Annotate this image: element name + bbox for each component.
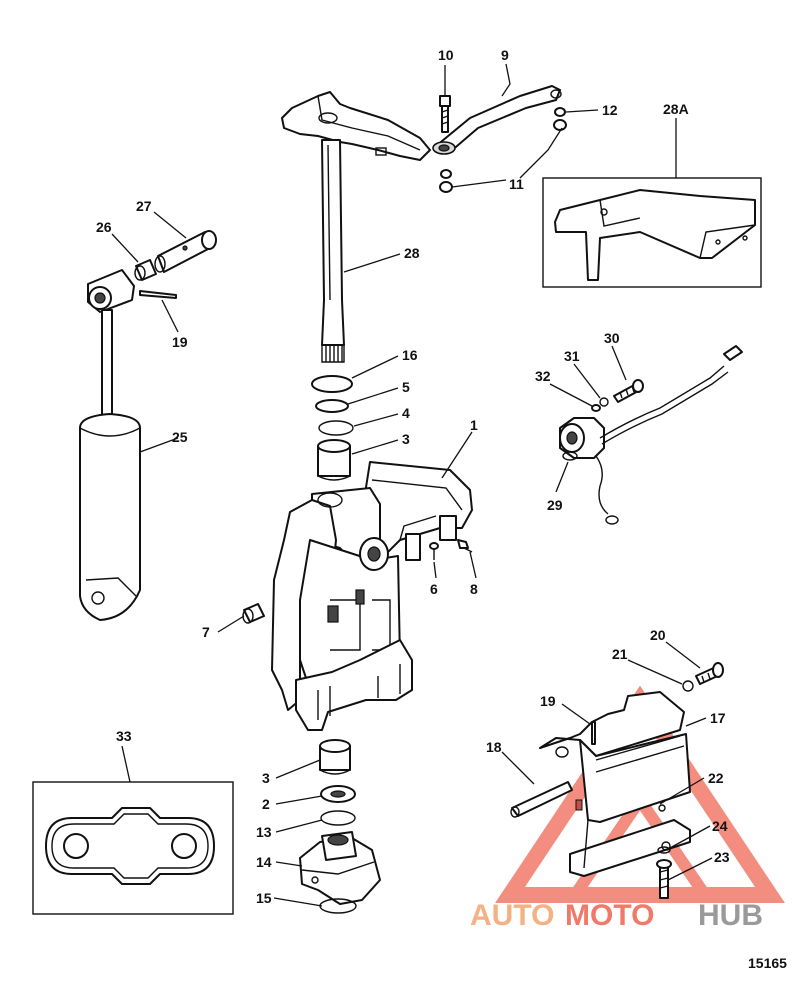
part-17-transom-bracket (539, 691, 691, 877)
label-1: 1 (470, 417, 478, 433)
part-30-bolt (613, 379, 644, 403)
part-19-roll-pin-b (591, 721, 596, 745)
label-23: 23 (714, 849, 730, 865)
part-6-bolt (429, 542, 439, 560)
watermark-auto: AUTO (470, 899, 554, 932)
label-28A: 28A (663, 101, 689, 117)
figure-number: 15165 (748, 955, 787, 971)
part-12-washer (554, 107, 566, 117)
inset-box-28A (542, 177, 762, 288)
label-24: 24 (712, 818, 728, 834)
part-8-bolt (457, 539, 473, 553)
label-5: 5 (402, 379, 410, 395)
label-29: 29 (547, 497, 563, 513)
part-28A-arm (554, 189, 756, 281)
watermark-hub: HUB (698, 899, 763, 932)
part-26-bushing (134, 259, 157, 281)
part-16-seal (311, 375, 353, 393)
part-2-seal (320, 785, 356, 803)
label-31: 31 (564, 348, 580, 364)
part-10-bolt (439, 95, 451, 133)
label-25: 25 (172, 429, 188, 445)
part-19-roll-pin (139, 290, 177, 299)
callout-labels: 10 9 12 28A 11 27 26 28 19 16 30 31 32 5… (96, 47, 730, 906)
part-7-bushing (242, 603, 265, 624)
label-13: 13 (256, 824, 272, 840)
part-9-link-rod (432, 85, 562, 155)
label-19-bottom: 19 (540, 693, 556, 709)
part-29-trim-sensor (559, 345, 743, 525)
watermark-moto: MOTO (565, 899, 654, 932)
label-33: 33 (116, 728, 132, 744)
part-21-washer (682, 680, 694, 692)
inset-box-33 (32, 781, 234, 915)
part-25-cylinder (79, 269, 141, 621)
label-12: 12 (602, 102, 618, 118)
part-5-washer (315, 399, 349, 413)
label-27: 27 (136, 198, 152, 214)
part-18-pin (510, 781, 573, 818)
label-28: 28 (404, 245, 420, 261)
label-3-upper: 3 (402, 431, 410, 447)
part-33-gasket (45, 807, 215, 885)
label-18: 18 (486, 739, 502, 755)
part-11-nut-a (553, 119, 567, 131)
part-11-nut-b (439, 181, 453, 193)
part-28-tube (321, 139, 345, 363)
label-6: 6 (430, 581, 438, 597)
part-24-washer (657, 846, 671, 854)
label-4: 4 (402, 405, 410, 421)
label-3-lower: 3 (262, 770, 270, 786)
watermark-text: AUTO MOTO HUB (470, 899, 763, 932)
part-4-o-ring (318, 420, 354, 436)
label-30: 30 (604, 330, 620, 346)
part-23-bolt (656, 859, 672, 899)
label-26: 26 (96, 219, 112, 235)
label-32: 32 (535, 368, 551, 384)
label-22: 22 (708, 770, 724, 786)
part-31-lockwasher (599, 397, 609, 407)
label-10: 10 (438, 47, 454, 63)
label-14: 14 (256, 854, 272, 870)
part-14-yoke (299, 831, 381, 905)
leader-lines (111, 63, 713, 907)
part-1-swivel-bracket (271, 461, 473, 731)
label-8: 8 (470, 581, 478, 597)
part-3-bushing-upper (317, 439, 351, 481)
label-20: 20 (650, 627, 666, 643)
label-15: 15 (256, 890, 272, 906)
label-19-top: 19 (172, 334, 188, 350)
label-17: 17 (710, 710, 726, 726)
label-11: 11 (509, 176, 524, 192)
label-2: 2 (262, 796, 270, 812)
part-32-washer (591, 404, 601, 412)
label-16: 16 (402, 347, 418, 363)
label-21: 21 (612, 646, 628, 662)
part-steering-arm (281, 91, 431, 161)
part-13-o-ring (320, 810, 356, 826)
part-27-pin (154, 230, 217, 273)
label-7: 7 (202, 624, 210, 640)
label-9: 9 (501, 47, 509, 63)
part-20-bolt (695, 662, 724, 685)
part-11-washer (440, 169, 452, 179)
part-3-bushing-lower (319, 739, 351, 775)
